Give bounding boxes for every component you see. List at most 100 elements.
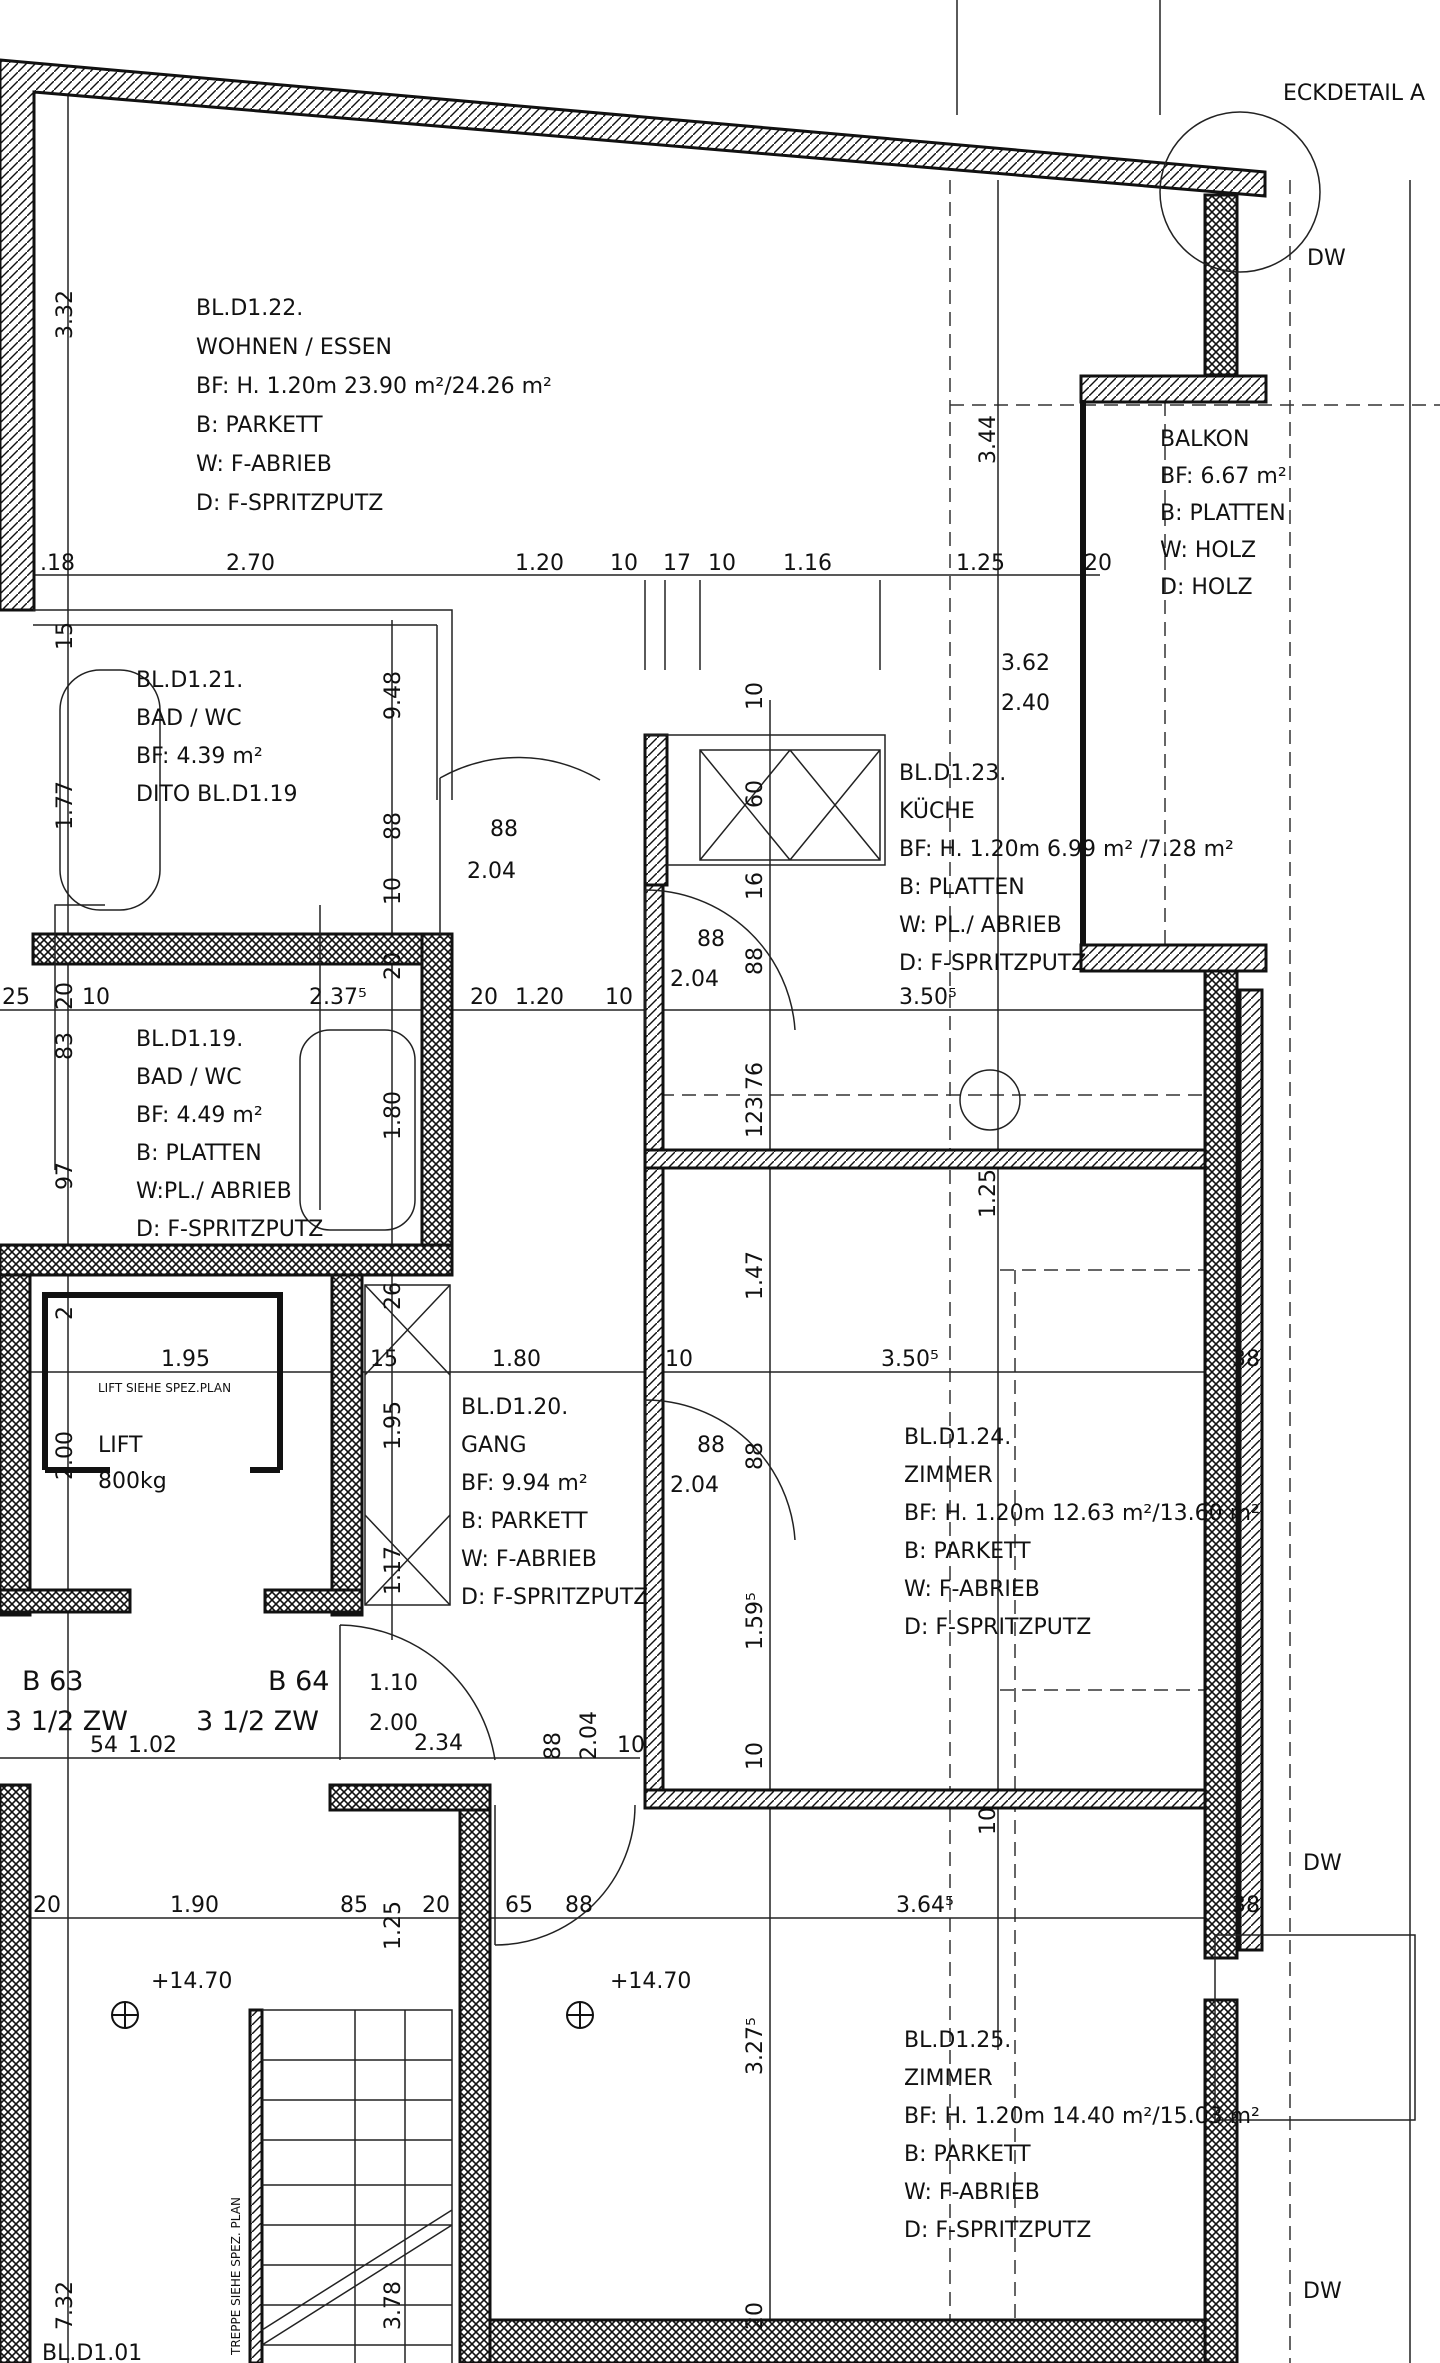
dimension-label: 20: [33, 1893, 61, 1918]
dimension-label: 20: [422, 1893, 450, 1918]
dimension-label: 60: [743, 780, 768, 808]
dimension-label: 1.17: [381, 1546, 406, 1595]
dimension-label: 1.95: [381, 1401, 406, 1450]
dimension-label: 88: [697, 927, 725, 952]
room-spec: D: F-SPRITZPUTZ: [196, 491, 383, 516]
lift-note: LIFT SIEHE SPEZ.PLAN: [98, 1381, 231, 1395]
dimension-label: 1.80: [492, 1347, 541, 1372]
unit-id: B 63: [22, 1666, 83, 1697]
room-spec: BF: 9.94 m²: [461, 1471, 588, 1496]
dimension-label: 1.10: [369, 1671, 418, 1696]
corner-detail-label: ECKDETAIL A: [1283, 81, 1425, 106]
room-id: BL.D1.22.: [196, 296, 303, 321]
level-label: +14.70: [151, 1969, 232, 1994]
dimension-label: 10: [82, 985, 110, 1010]
room-name: BAD / WC: [136, 1065, 242, 1090]
dimension-label: 1.80: [381, 1091, 406, 1140]
dimension-label: 10: [610, 551, 638, 576]
dimension-label: 20: [1084, 551, 1112, 576]
dimension-label: 97: [53, 1162, 78, 1190]
dimension-label: 10: [743, 682, 768, 710]
room-spec: D: F-SPRITZPUTZ: [904, 2218, 1091, 2243]
room-spec: D: F-SPRITZPUTZ: [904, 1615, 1091, 1640]
room-spec: W: HOLZ: [1160, 538, 1256, 563]
dimension-label: 1.25: [956, 551, 1005, 576]
dimension-label: 65: [505, 1893, 533, 1918]
dimension-label: 20: [470, 985, 498, 1010]
dimension-label: 38: [1232, 1347, 1260, 1372]
dimension-label: 25: [2, 985, 30, 1010]
dimension-label: 7.32: [53, 2281, 78, 2330]
room-spec: D: F-SPRITZPUTZ: [899, 951, 1086, 976]
room-spec: D: HOLZ: [1160, 575, 1253, 600]
dimension-label: 1.77: [53, 781, 78, 830]
dimension-label: 1.47: [743, 1251, 768, 1300]
room-spec: DITO BL.D1.19: [136, 782, 297, 807]
dimension-label: 16: [743, 872, 768, 900]
dimension-label: 88: [565, 1893, 593, 1918]
dw-label: DW: [1307, 246, 1346, 271]
room-name: BAD / WC: [136, 706, 242, 731]
dimension-label: 83: [53, 1032, 78, 1060]
dimension-label: 3.32: [53, 290, 78, 339]
room-name: KÜCHE: [899, 798, 975, 824]
level-label: +14.70: [610, 1969, 691, 1994]
dimension-label: 2.34: [414, 1731, 463, 1756]
level-markers: +14.70 +14.70: [111, 1969, 691, 2029]
room-spec: B: PARKETT: [904, 2142, 1031, 2167]
dimension-label: 2.40: [1001, 691, 1050, 716]
dimension-label: 9.48: [381, 671, 406, 720]
dimension-label: 20: [381, 952, 406, 980]
dimension-label: 88: [697, 1433, 725, 1458]
dimension-label: 1.59⁵: [743, 1592, 768, 1650]
dimension-label: 3.44: [976, 415, 1001, 464]
dimension-label: 10: [708, 551, 736, 576]
dimension-label: 88: [490, 817, 518, 842]
dimension-label: 26: [381, 1282, 406, 1310]
dimension-label: 3.62: [1001, 651, 1050, 676]
dimension-label: 1.20: [515, 551, 564, 576]
dimension-label: 10: [605, 985, 633, 1010]
room-spec: B: PARKETT: [196, 413, 323, 438]
room-name: ZIMMER: [904, 2066, 993, 2091]
room-id: BL.D1.23.: [899, 761, 1006, 786]
room-spec: W: F-ABRIEB: [461, 1547, 597, 1572]
dimension-label: 1.02: [128, 1733, 177, 1758]
dimension-label: 88: [381, 812, 406, 840]
dimension-label: 1.20: [515, 985, 564, 1010]
doors: [54, 669, 1021, 1946]
dw-label: DW: [1303, 2279, 1342, 2304]
dimension-label: 10: [381, 877, 406, 905]
room-spec: BF: H. 1.20m 23.90 m²/24.26 m²: [196, 374, 552, 399]
dimension-label: 10: [617, 1733, 645, 1758]
dimension-label: 2: [53, 1306, 78, 1320]
dimension-label: 2.04: [670, 1473, 719, 1498]
room-name: WOHNEN / ESSEN: [196, 335, 392, 360]
dimension-label: 1.25: [976, 1169, 1001, 1218]
dimension-label: 3.50⁵: [881, 1347, 939, 1372]
room-id: BL.D1.21.: [136, 668, 243, 693]
dimension-label: 10: [976, 1807, 1001, 1835]
room-id: BL.D1.20.: [461, 1395, 568, 1420]
dimension-label: 2.00: [53, 1431, 78, 1480]
dimension-label: 38: [1232, 1893, 1260, 1918]
room-spec: BF: H. 1.20m 14.40 m²/15.03 m²: [904, 2104, 1260, 2129]
dimension-label: 88: [541, 1732, 566, 1760]
lift-title: LIFT: [98, 1433, 143, 1458]
room-spec: B: PLATTEN: [899, 875, 1025, 900]
corner-detail-marker: [1159, 111, 1321, 273]
dimension-label: 76: [743, 1062, 768, 1090]
dimension-label: .18: [40, 551, 75, 576]
dimension-label: 15: [53, 622, 78, 650]
dimension-label: 10: [743, 1742, 768, 1770]
grid-lines: [660, 0, 1440, 2363]
dimension-label: 1.16: [783, 551, 832, 576]
dimension-label: 1.25: [381, 1901, 406, 1950]
dimension-label: 54: [90, 1733, 118, 1758]
dimension-label: 85: [340, 1893, 368, 1918]
